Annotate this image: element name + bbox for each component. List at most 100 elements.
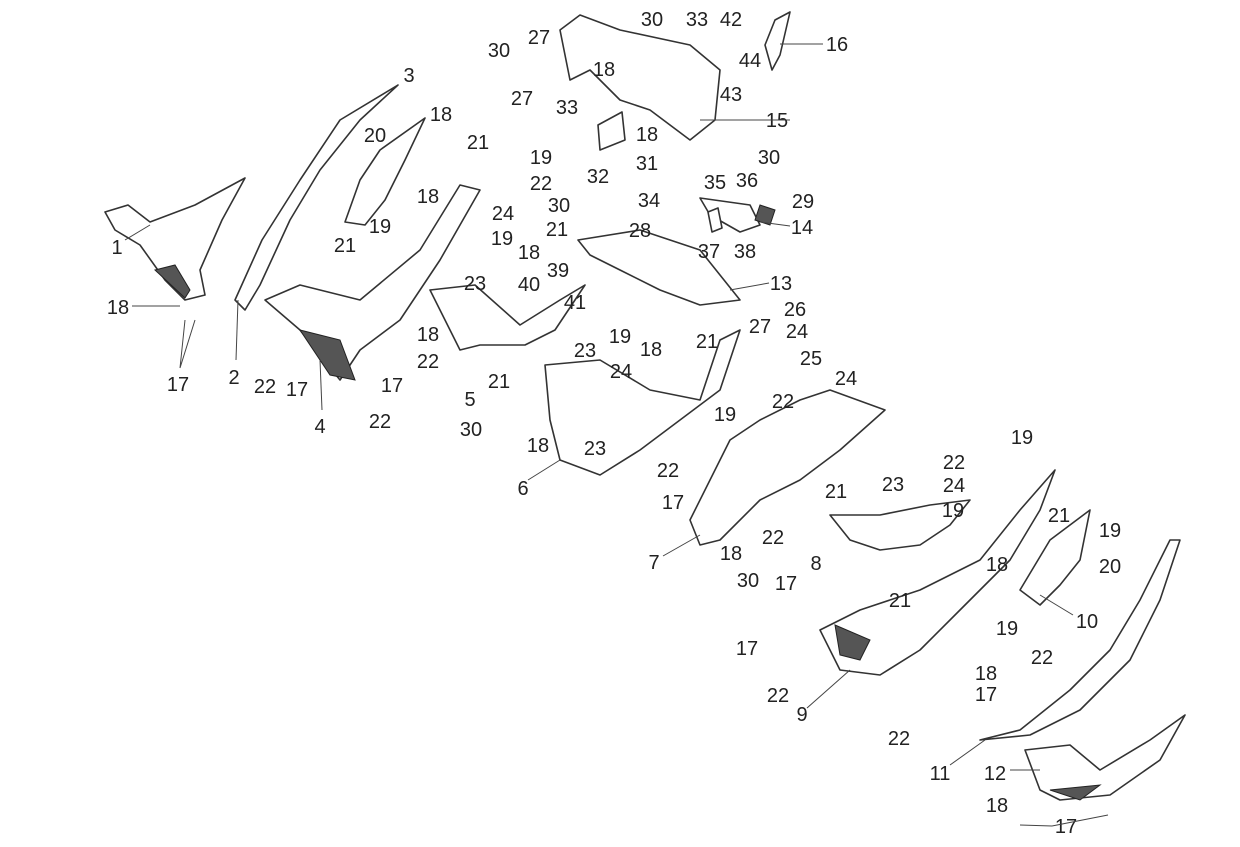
callout: 40 xyxy=(518,274,540,296)
part-15 xyxy=(559,14,721,141)
callout: 25 xyxy=(800,348,822,370)
callout: 19 xyxy=(1099,520,1121,542)
callout: 22 xyxy=(888,728,910,750)
callout: 30 xyxy=(548,195,570,217)
callout: 23 xyxy=(464,273,486,295)
callout: 13 xyxy=(770,273,792,295)
callout: 27 xyxy=(511,88,533,110)
callout: 18 xyxy=(527,435,549,457)
callout: 22 xyxy=(762,527,784,549)
callout: 17 xyxy=(975,684,997,706)
callout: 35 xyxy=(704,172,726,194)
callout: 17 xyxy=(286,379,308,401)
callout: 9 xyxy=(796,704,807,726)
callout: 21 xyxy=(825,481,847,503)
callout: 29 xyxy=(792,191,814,213)
part-10 xyxy=(1019,509,1091,606)
callout: 24 xyxy=(610,361,632,383)
part-2 xyxy=(234,84,399,311)
callout: 11 xyxy=(930,763,951,785)
callout: 17 xyxy=(381,375,403,397)
callout: 21 xyxy=(696,331,718,353)
callout: 33 xyxy=(556,97,578,119)
callout: 21 xyxy=(467,132,489,154)
callout: 20 xyxy=(1099,556,1121,578)
callout: 6 xyxy=(517,478,528,500)
callout: 22 xyxy=(943,452,965,474)
callout: 17 xyxy=(662,492,684,514)
callout: 36 xyxy=(736,170,758,192)
callout: 22 xyxy=(772,391,794,413)
callout: 23 xyxy=(882,474,904,496)
callout: 21 xyxy=(1048,505,1070,527)
callout: 12 xyxy=(984,763,1006,785)
callout: 15 xyxy=(766,110,788,132)
leader-lines xyxy=(124,43,1109,827)
callout: 4 xyxy=(314,416,325,438)
callout: 33 xyxy=(686,9,708,31)
callout: 17 xyxy=(1055,816,1077,838)
callout: 19 xyxy=(530,147,552,169)
callout: 17 xyxy=(736,638,758,660)
callout: 18 xyxy=(417,186,439,208)
callout: 17 xyxy=(775,573,797,595)
callout: 18 xyxy=(636,124,658,146)
callout: 10 xyxy=(1076,611,1098,633)
callout: 19 xyxy=(609,326,631,348)
callout: 24 xyxy=(835,368,857,390)
callout: 34 xyxy=(638,190,660,212)
part-8 xyxy=(829,499,971,551)
part-5 xyxy=(429,284,586,351)
callout: 22 xyxy=(254,376,276,398)
callout: 19 xyxy=(996,618,1018,640)
part-35 xyxy=(707,207,723,233)
callout: 23 xyxy=(574,340,596,362)
callout: 30 xyxy=(737,570,759,592)
callout: 17 xyxy=(167,374,189,396)
callout: 18 xyxy=(975,663,997,685)
callout: 24 xyxy=(786,321,808,343)
callout: 19 xyxy=(942,500,964,522)
callout: 44 xyxy=(739,50,761,72)
part-11 xyxy=(979,539,1181,741)
callout: 18 xyxy=(430,104,452,126)
callout: 20 xyxy=(364,125,386,147)
callout: 30 xyxy=(460,419,482,441)
callout: 21 xyxy=(488,371,510,393)
callout: 3 xyxy=(403,65,414,87)
callout: 24 xyxy=(492,203,514,225)
callout: 30 xyxy=(641,9,663,31)
callout: 18 xyxy=(986,554,1008,576)
callout: 19 xyxy=(369,216,391,238)
callout: 18 xyxy=(986,795,1008,817)
callout: 18 xyxy=(593,59,615,81)
callout: 21 xyxy=(546,219,568,241)
callout: 19 xyxy=(714,404,736,426)
part-13 xyxy=(577,229,741,306)
callout: 2 xyxy=(228,367,239,389)
callout: 18 xyxy=(107,297,129,319)
callout: 21 xyxy=(334,235,356,257)
callout: 31 xyxy=(636,153,658,175)
callout: 39 xyxy=(547,260,569,282)
callout: 18 xyxy=(720,543,742,565)
callout: 28 xyxy=(629,220,651,242)
part-outlines xyxy=(104,11,1186,801)
callout: 22 xyxy=(767,685,789,707)
part-shading xyxy=(153,204,1102,801)
callout: 32 xyxy=(587,166,609,188)
callout: 22 xyxy=(530,173,552,195)
callout: 26 xyxy=(784,299,806,321)
callout: 27 xyxy=(749,316,771,338)
callout: 8 xyxy=(810,553,821,575)
callout: 30 xyxy=(488,40,510,62)
callout: 43 xyxy=(720,84,742,106)
callout: 41 xyxy=(564,292,586,314)
callout: 5 xyxy=(464,389,475,411)
callout: 38 xyxy=(734,241,756,263)
callout: 24 xyxy=(943,475,965,497)
callout: 23 xyxy=(584,438,606,460)
callout: 21 xyxy=(889,590,911,612)
